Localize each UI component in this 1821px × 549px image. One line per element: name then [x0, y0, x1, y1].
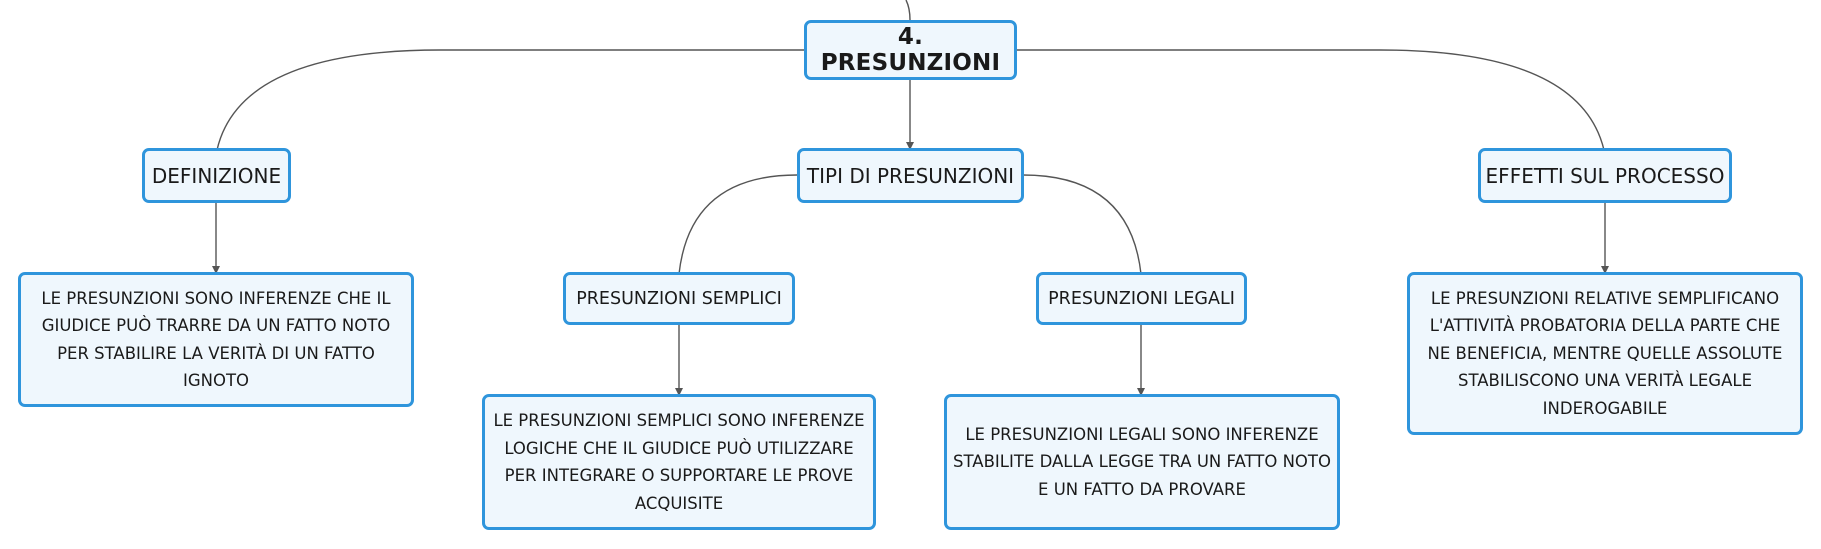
topic-tipi-label: TIPI DI PRESUNZIONI [806, 163, 1015, 188]
note-definizione-text: LE PRESUNZIONI SONO INFERENZE CHE IL GIU… [41, 288, 391, 391]
connector-tipi-semplici [678, 174, 798, 275]
connector-root-parent [905, 0, 911, 21]
topic-effetti-sul-processo[interactable]: EFFETTI SUL PROCESSO [1478, 148, 1732, 203]
arrowhead-definizione-leaf [212, 266, 220, 274]
connector-root-definizione [216, 49, 805, 151]
note-legali-text: LE PRESUNZIONI LEGALI SONO INFERENZE STA… [953, 424, 1331, 499]
connector-root-effetti [1016, 49, 1605, 151]
topic-definizione[interactable]: DEFINIZIONE [142, 148, 291, 203]
root-topic[interactable]: 4. PRESUNZIONI [804, 20, 1017, 80]
topic-definizione-label: DEFINIZIONE [151, 163, 282, 188]
connector-tipi-legali [1022, 174, 1142, 275]
topic-effetti-label: EFFETTI SUL PROCESSO [1485, 163, 1725, 188]
arrowhead-effetti-leaf [1601, 266, 1609, 274]
arrowhead-tipi [906, 142, 914, 150]
topic-tipi-di-presunzioni[interactable]: TIPI DI PRESUNZIONI [797, 148, 1024, 203]
arrowhead-legali-leaf [1137, 388, 1145, 396]
arrowhead-semplici-leaf [675, 388, 683, 396]
topic-presunzioni-legali[interactable]: PRESUNZIONI LEGALI [1036, 272, 1247, 325]
topic-semplici-label: PRESUNZIONI SEMPLICI [576, 288, 782, 309]
note-effetti-text: LE PRESUNZIONI RELATIVE SEMPLIFICANO L'A… [1427, 288, 1783, 418]
note-presunzioni-legali[interactable]: LE PRESUNZIONI LEGALI SONO INFERENZE STA… [944, 394, 1340, 530]
note-definizione[interactable]: LE PRESUNZIONI SONO INFERENZE CHE IL GIU… [18, 272, 414, 407]
note-semplici-text: LE PRESUNZIONI SEMPLICI SONO INFERENZE L… [493, 411, 865, 513]
note-presunzioni-semplici[interactable]: LE PRESUNZIONI SEMPLICI SONO INFERENZE L… [482, 394, 876, 530]
topic-presunzioni-semplici[interactable]: PRESUNZIONI SEMPLICI [563, 272, 795, 325]
topic-legali-label: PRESUNZIONI LEGALI [1048, 288, 1235, 309]
note-effetti-sul-processo[interactable]: LE PRESUNZIONI RELATIVE SEMPLIFICANO L'A… [1407, 272, 1803, 435]
root-topic-label: 4. PRESUNZIONI [820, 24, 1001, 76]
